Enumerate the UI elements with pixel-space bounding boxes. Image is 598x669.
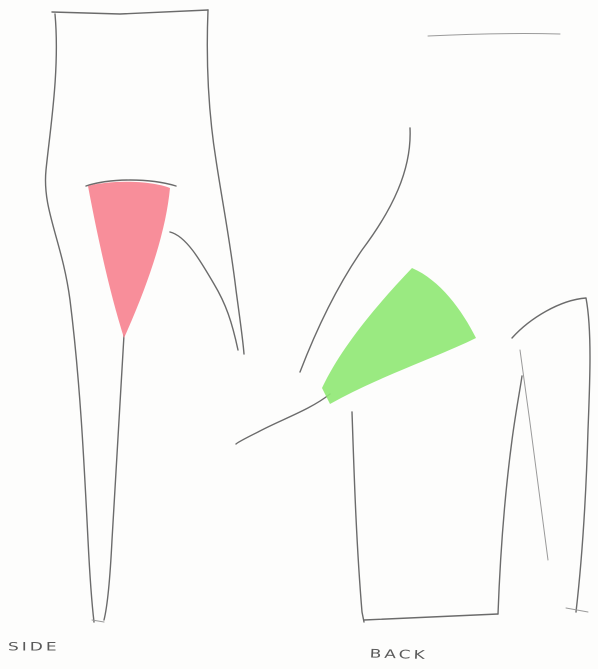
back-toe-curve	[236, 394, 330, 444]
back-view-label: BACK	[369, 647, 428, 662]
back-top-line	[428, 34, 560, 36]
side-strap-curve	[170, 232, 238, 350]
side-view-label: SIDE	[8, 640, 60, 654]
side-view-sketch	[45, 10, 244, 622]
side-top-edge	[52, 10, 208, 14]
back-heel-block-right	[498, 376, 522, 614]
back-highlight-shape	[322, 268, 476, 404]
back-heel-block-left	[352, 412, 364, 622]
side-right-contour	[207, 10, 244, 354]
side-left-contour	[45, 14, 94, 622]
side-heel-shank	[104, 335, 124, 620]
back-counter-curve	[512, 298, 590, 612]
back-inner-line	[520, 350, 548, 560]
side-highlight-shape	[88, 182, 170, 338]
back-heel-block-bottom	[364, 614, 498, 620]
